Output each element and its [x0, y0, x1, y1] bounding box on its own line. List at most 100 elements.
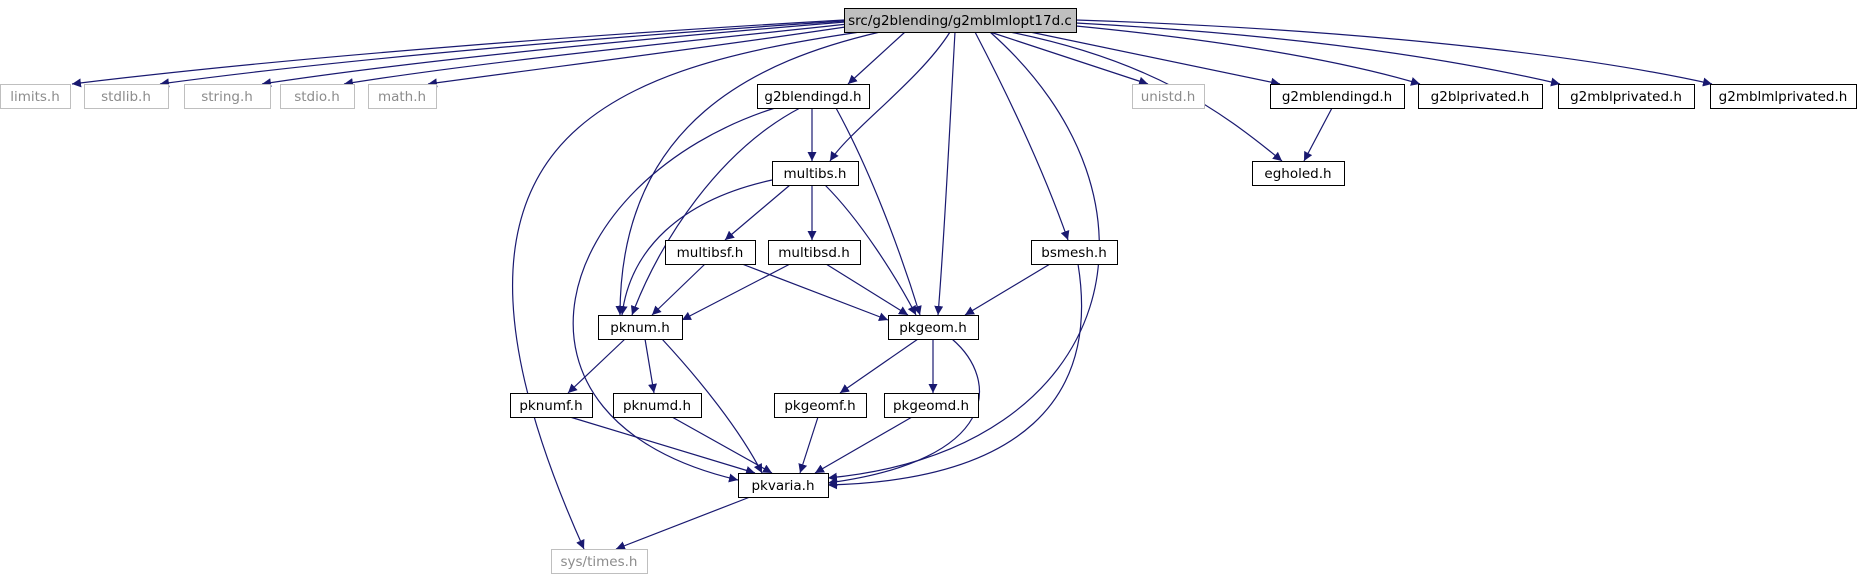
node-multibsd[interactable]: multibsd.h — [768, 240, 861, 265]
node-box — [1031, 240, 1118, 265]
edge-pkgeom-to-pkgeomf — [839, 338, 919, 394]
edge-pkvaria-to-systimes — [615, 496, 751, 550]
edge-root-to-g2blprivated — [1075, 25, 1421, 86]
node-unistd: unistd.h — [1132, 84, 1205, 109]
node-label: g2mblendingd.h — [1282, 89, 1392, 105]
edge-pkgeomd-to-pkvaria — [814, 416, 913, 474]
node-label: string.h — [201, 89, 253, 105]
node-pknumd[interactable]: pknumd.h — [613, 393, 702, 418]
edge-root-to-g2mblmlprivated — [1075, 19, 1713, 87]
edge-root-to-systimes — [512, 31, 861, 550]
node-box — [1710, 84, 1857, 109]
edge-root-to-g2mblprivated — [1075, 22, 1561, 87]
node-label: g2mblprivated.h — [1570, 89, 1682, 105]
edge-root-to-g2mblendingd — [1029, 31, 1281, 87]
node-label: pkgeomd.h — [893, 398, 969, 414]
node-pkgeomf[interactable]: pkgeomf.h — [774, 393, 867, 418]
node-label: pkgeomf.h — [784, 398, 855, 414]
node-box — [510, 393, 593, 418]
node-label: unistd.h — [1141, 89, 1196, 105]
edge-pknumd-to-pkvaria — [671, 416, 773, 474]
node-g2blprivated[interactable]: g2blprivated.h — [1418, 84, 1543, 109]
node-box — [368, 84, 437, 109]
node-label: pknum.h — [610, 320, 670, 336]
node-box — [613, 393, 702, 418]
node-root[interactable]: src/g2blending/g2mblmlopt17d.c — [844, 8, 1077, 33]
node-box — [772, 161, 859, 186]
node-multibs[interactable]: multibs.h — [772, 161, 859, 186]
node-limits: limits.h — [0, 84, 71, 109]
node-label: sys/times.h — [561, 554, 638, 570]
node-label: bsmesh.h — [1041, 245, 1107, 261]
edge-multibs-to-multibsf — [724, 184, 791, 241]
edge-root-to-string — [261, 21, 846, 88]
node-label: pknumf.h — [519, 398, 582, 414]
edge-multibsf-to-pknum — [651, 263, 706, 316]
node-box — [280, 84, 355, 109]
node-box — [184, 84, 271, 109]
node-box — [0, 84, 71, 109]
node-egholed[interactable]: egholed.h — [1252, 161, 1345, 186]
node-box — [768, 240, 861, 265]
node-g2blendingd[interactable]: g2blendingd.h — [757, 84, 870, 109]
node-label: limits.h — [10, 89, 60, 105]
node-g2mblmlprivated[interactable]: g2mblmlprivated.h — [1710, 84, 1857, 109]
node-box — [738, 473, 829, 498]
node-box — [1418, 84, 1543, 109]
node-bsmesh[interactable]: bsmesh.h — [1031, 240, 1118, 265]
edge-pknum-to-pknumf — [567, 338, 626, 394]
node-label: pkgeom.h — [899, 320, 967, 336]
node-g2mblendingd[interactable]: g2mblendingd.h — [1270, 84, 1405, 109]
edge-g2mblendingd-to-egholed — [1303, 107, 1333, 162]
node-label: g2blprivated.h — [1431, 89, 1530, 105]
node-box — [665, 240, 756, 265]
edge-bsmesh-to-pkvaria — [827, 263, 1083, 490]
edge-root-to-limits — [71, 19, 845, 88]
node-label: pknumd.h — [623, 398, 691, 414]
edge-root-to-pkvaria — [827, 31, 1100, 482]
node-math: math.h — [368, 84, 437, 109]
node-pkgeom[interactable]: pkgeom.h — [888, 315, 979, 340]
node-label: g2blendingd.h — [764, 89, 861, 105]
edge-pknum-to-pkvaria — [661, 338, 763, 474]
node-label: multibs.h — [784, 166, 847, 182]
node-label: src/g2blending/g2mblmlopt17d.c — [848, 13, 1072, 29]
edge-root-to-bsmesh — [974, 31, 1070, 241]
node-box — [888, 315, 979, 340]
edge-root-to-unistd — [989, 31, 1149, 86]
node-box — [1270, 84, 1405, 109]
node-label: multibsf.h — [677, 245, 744, 261]
node-systimes: sys/times.h — [551, 549, 648, 574]
node-label: math.h — [378, 89, 426, 105]
edge-multibsd-to-pknum — [681, 263, 791, 321]
node-label: egholed.h — [1264, 166, 1331, 182]
edge-root-to-pknum — [615, 31, 881, 316]
edge-g2blendingd-to-pkgeom — [835, 107, 922, 316]
node-box — [551, 549, 648, 574]
edge-root-to-math — [427, 25, 853, 88]
node-label: stdlib.h — [101, 89, 151, 105]
edge-bsmesh-to-pkgeom — [964, 263, 1051, 316]
edge-pknum-to-pknumd — [644, 338, 657, 394]
node-pknumf[interactable]: pknumf.h — [510, 393, 593, 418]
node-pknum[interactable]: pknum.h — [598, 315, 683, 340]
edge-root-to-g2blendingd — [847, 31, 906, 85]
node-string: string.h — [184, 84, 271, 109]
edge-pkgeomf-to-pkvaria — [798, 416, 819, 474]
nodes-layer: src/g2blending/g2mblmlopt17d.c limits.h st… — [0, 8, 1857, 574]
node-box — [757, 84, 870, 109]
node-box — [884, 393, 979, 418]
edge-multibsd-to-pkgeom — [825, 263, 909, 316]
node-pkvaria[interactable]: pkvaria.h — [738, 473, 829, 498]
edge-root-to-pkgeom — [934, 31, 956, 316]
node-label: stdio.h — [294, 89, 340, 105]
node-box — [844, 8, 1077, 33]
node-g2mblprivated[interactable]: g2mblprivated.h — [1558, 84, 1695, 109]
node-stdio: stdio.h — [280, 84, 355, 109]
node-multibsf[interactable]: multibsf.h — [665, 240, 756, 265]
node-box — [1132, 84, 1205, 109]
edge-multibsf-to-pkgeom — [741, 263, 889, 321]
edge-multibs-to-pknum — [618, 179, 773, 316]
node-pkgeomd[interactable]: pkgeomd.h — [884, 393, 979, 418]
